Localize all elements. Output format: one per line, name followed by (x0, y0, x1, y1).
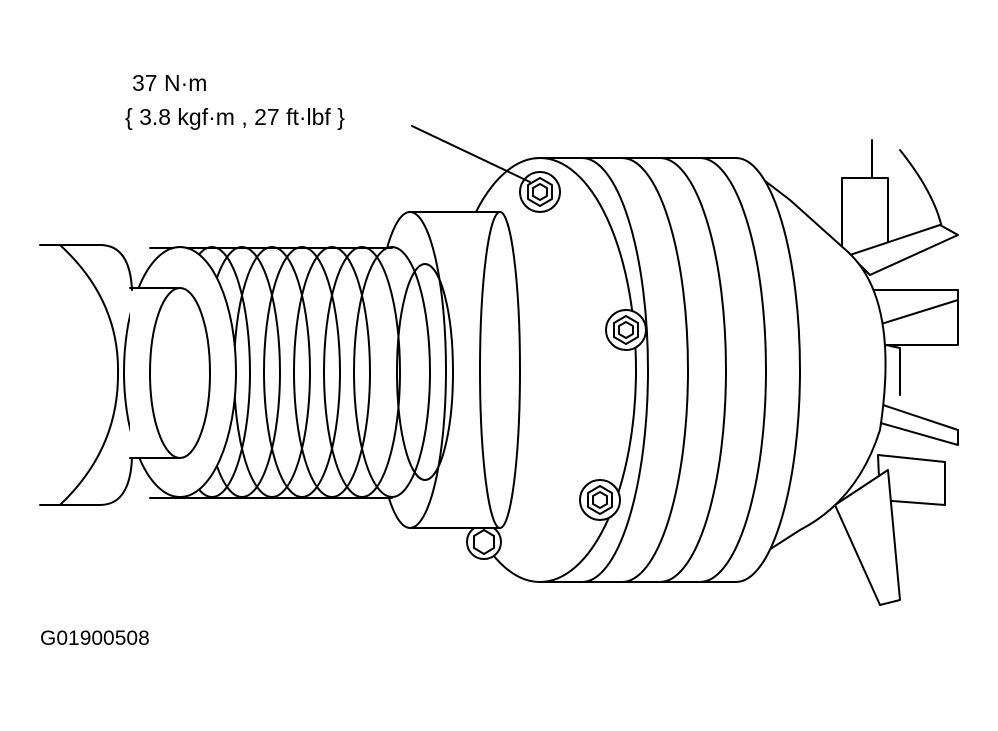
fan-blade-bottom (834, 469, 901, 606)
yoke-collar (373, 211, 521, 529)
bolt-icon[interactable] (466, 524, 502, 560)
figure-id: G01900508 (40, 627, 150, 650)
shaft-tube (39, 244, 133, 506)
fan-assembly (834, 139, 959, 606)
bolt-icon[interactable] (579, 479, 621, 521)
torque-value-metric: 37 N·m (132, 70, 208, 96)
bolt-icon[interactable] (605, 309, 647, 351)
tube-end-curve (59, 244, 120, 506)
shaft-rings (123, 246, 431, 499)
torque-value-conversions: { 3.8 kgf·m , 27 ft·lbf } (125, 104, 345, 130)
fan-blade-upper (849, 224, 959, 276)
flange-bolts (466, 171, 647, 560)
leader-line (411, 125, 531, 183)
bolt-icon[interactable] (519, 171, 561, 213)
coupling-housing (443, 157, 887, 583)
